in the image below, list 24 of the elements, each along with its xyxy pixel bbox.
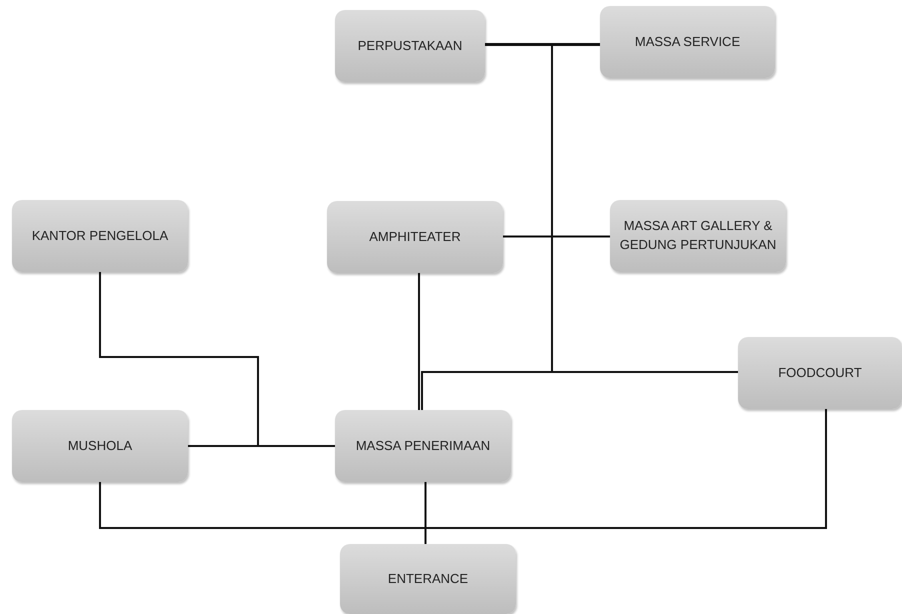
room-label: AMPHITEATER	[369, 228, 461, 246]
room-box	[600, 6, 775, 78]
room-box	[335, 10, 485, 82]
room-box	[335, 410, 511, 482]
room-box	[327, 201, 503, 273]
room-label: MASSA ART GALLERY & GEDUNG PERTUNJUKAN	[618, 217, 778, 254]
room-label: MASSA PENERIMAAN	[356, 436, 490, 455]
connector-line	[99, 409, 827, 529]
room-box	[610, 200, 786, 272]
room-label: MUSHOLA	[68, 436, 132, 455]
connector-line	[485, 43, 600, 45]
room-box	[340, 544, 516, 614]
connector-line	[418, 273, 420, 410]
room-label: MASSA SERVICE	[634, 32, 740, 51]
room-box	[12, 200, 188, 272]
room-label: FOODCOURT	[778, 364, 862, 382]
connector-line	[188, 445, 335, 447]
room-label: PERPUSTAKAAN	[358, 36, 462, 55]
room-box	[12, 410, 188, 482]
room-label: ENTERANCE	[388, 570, 468, 588]
connector-line	[424, 482, 426, 544]
room-box	[738, 337, 902, 409]
room-label: KANTOR PENGELOLA	[32, 226, 168, 245]
connector-line	[503, 236, 610, 238]
